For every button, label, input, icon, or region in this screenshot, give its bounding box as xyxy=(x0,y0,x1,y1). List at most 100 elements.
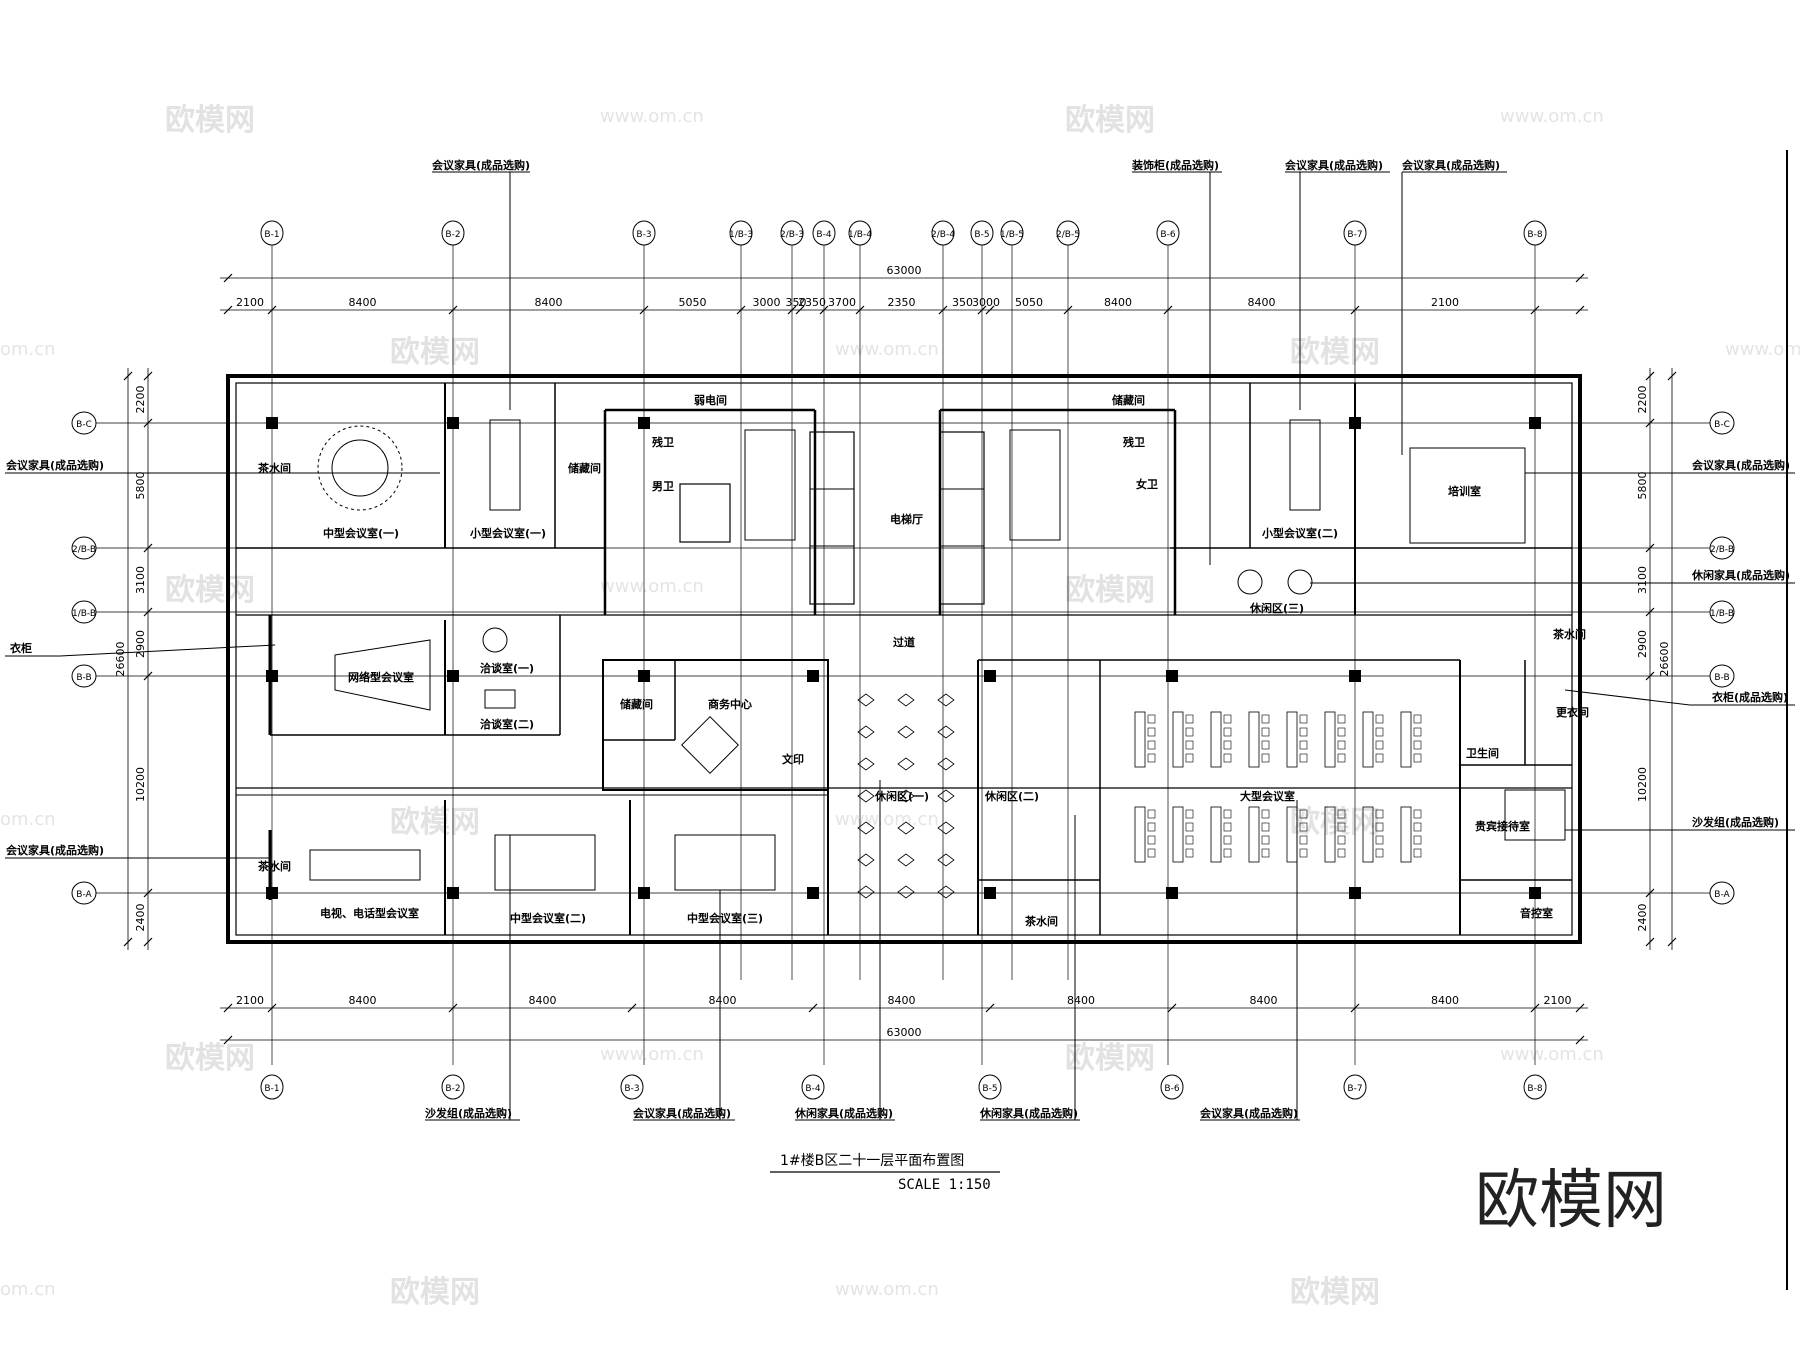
service-elevator xyxy=(679,483,731,543)
medium-meeting-table-3 xyxy=(674,834,776,891)
chair xyxy=(1185,848,1194,858)
dimension-segment-left-tick xyxy=(143,937,153,947)
watermark-cn: 欧模网 xyxy=(165,1041,255,1076)
grid-bubble-label: B-8 xyxy=(1527,1084,1542,1094)
dimension-segment-left-label: 10200 xyxy=(134,767,147,802)
lounge-chair xyxy=(937,853,955,867)
dimension-segment-bottom-tick xyxy=(1575,1003,1585,1013)
grid-bubble xyxy=(1160,1074,1184,1100)
grid-bubble-label: B-4 xyxy=(805,1084,820,1094)
chair xyxy=(1261,848,1270,858)
vip-sofa-group xyxy=(1504,789,1566,841)
dimension-segment-bottom-tick xyxy=(448,1003,458,1013)
watermark-cn: 欧模网 xyxy=(1065,573,1155,608)
chair xyxy=(1223,822,1232,832)
room-label: 残卫 xyxy=(652,435,674,449)
grid-bubble-label: B-4 xyxy=(816,230,831,240)
dimension-segment-top-label: 350 xyxy=(952,296,973,309)
lounge-chair xyxy=(857,885,875,899)
dimension-segment-right-label: 10200 xyxy=(1636,767,1649,802)
medium-meeting-table-2 xyxy=(494,834,596,891)
lounge-chair xyxy=(897,885,915,899)
room-label: 大型会议室 xyxy=(1240,789,1295,803)
callout-label: 会议家具(成品选购) xyxy=(432,158,530,172)
room-label: 休闲区(二) xyxy=(984,789,1039,803)
grid-bubble xyxy=(632,220,656,246)
grid-bubble-label: B-1 xyxy=(264,1084,279,1094)
grid-bubble xyxy=(1000,220,1024,246)
callout-label: 装饰柜(成品选购) xyxy=(1131,158,1219,172)
lounge-chair xyxy=(897,757,915,771)
dimension-overall-bottom-tick xyxy=(223,1035,233,1045)
grid-bubble xyxy=(260,220,284,246)
room-label: 储藏间 xyxy=(568,461,601,475)
watermark-url: www.om.cn xyxy=(835,339,939,360)
grid-bubble xyxy=(1523,220,1547,246)
chair xyxy=(1147,822,1156,832)
room-label: 男卫 xyxy=(652,480,674,493)
dimension-segment-right-label: 2400 xyxy=(1636,904,1649,932)
chair xyxy=(1375,714,1384,724)
dimension-segment-left-label: 5800 xyxy=(134,472,147,500)
grid-bubble xyxy=(780,220,804,246)
dimension-segment-bottom-tick xyxy=(808,1003,818,1013)
chair xyxy=(1223,835,1232,845)
dimension-segment-bottom-tick xyxy=(223,1003,233,1013)
structural-column xyxy=(1349,887,1361,899)
dimension-segment-right-tick xyxy=(1645,543,1655,553)
dimension-segment-left-label: 3100 xyxy=(134,566,147,594)
lounge-chair xyxy=(897,853,915,867)
exterior-wall-inner xyxy=(235,382,1573,936)
dimension-segment-right-tick xyxy=(1645,888,1655,898)
callout-label: 会议家具(成品选购) xyxy=(1402,158,1500,172)
structural-column xyxy=(1349,417,1361,429)
dimension-segment-bottom-label: 2100 xyxy=(236,994,264,1007)
structural-column xyxy=(1166,887,1178,899)
chair xyxy=(1413,822,1422,832)
dimension-segment-left-label: 2200 xyxy=(134,386,147,414)
chair xyxy=(1223,753,1232,763)
watermark-cn: 欧模网 xyxy=(1290,335,1380,370)
grid-bubble xyxy=(848,220,872,246)
desk-row xyxy=(1248,806,1260,863)
dimension-segment-top-label: 8400 xyxy=(535,296,563,309)
dimension-overall-left-tick xyxy=(123,937,133,947)
dimension-segment-right-label: 3100 xyxy=(1636,566,1649,594)
structural-column xyxy=(266,417,278,429)
dimension-segment-top-label: 3000 xyxy=(753,296,781,309)
stair-left xyxy=(744,429,796,541)
callout-label: 会议家具(成品选购) xyxy=(1692,458,1790,472)
chair xyxy=(1337,835,1346,845)
chair xyxy=(1147,809,1156,819)
grid-bubble-label: 1/B-4 xyxy=(848,230,872,240)
lounge-chair xyxy=(897,725,915,739)
grid-bubble-label: B-7 xyxy=(1347,1084,1362,1094)
dimension-segment-left-tick xyxy=(143,543,153,553)
dimension-overall-right-tick xyxy=(1667,371,1677,381)
watermark-layer: 欧模网 www.om.cn 欧模网 www.om.cn om.cn 欧模网 ww… xyxy=(0,103,1800,1310)
watermark-edge: om.cn xyxy=(0,1279,56,1300)
chair xyxy=(1223,740,1232,750)
dimension-overall-right-label: 26600 xyxy=(1658,642,1671,677)
watermark-url: www.om.cn xyxy=(600,1044,704,1065)
room-label: 洽谈室(一) xyxy=(480,661,534,675)
chair xyxy=(1185,727,1194,737)
chair xyxy=(1375,809,1384,819)
room-label: 中型会议室(二) xyxy=(510,911,586,925)
desk-row xyxy=(1172,806,1184,863)
grid-bubble-label: 2/B-B xyxy=(1710,545,1734,555)
room-label: 残卫 xyxy=(1123,435,1145,449)
chair xyxy=(1375,753,1384,763)
grid-bubble xyxy=(1343,220,1367,246)
dimension-segment-bottom-label: 8400 xyxy=(529,994,557,1007)
dimension-segment-left-tick xyxy=(143,371,153,381)
dimension-overall-top-tick xyxy=(223,273,233,283)
dimension-segment-right-tick xyxy=(1645,937,1655,947)
grid-bubble xyxy=(260,1074,284,1100)
title-block: 1#楼B区二十一层平面布置图 SCALE 1:150 欧模网 xyxy=(770,1153,1667,1238)
dimension-segment-top-tick xyxy=(267,305,277,315)
structural-column xyxy=(1349,670,1361,682)
grid-bubble-label: B-C xyxy=(76,420,92,430)
chair xyxy=(1261,740,1270,750)
